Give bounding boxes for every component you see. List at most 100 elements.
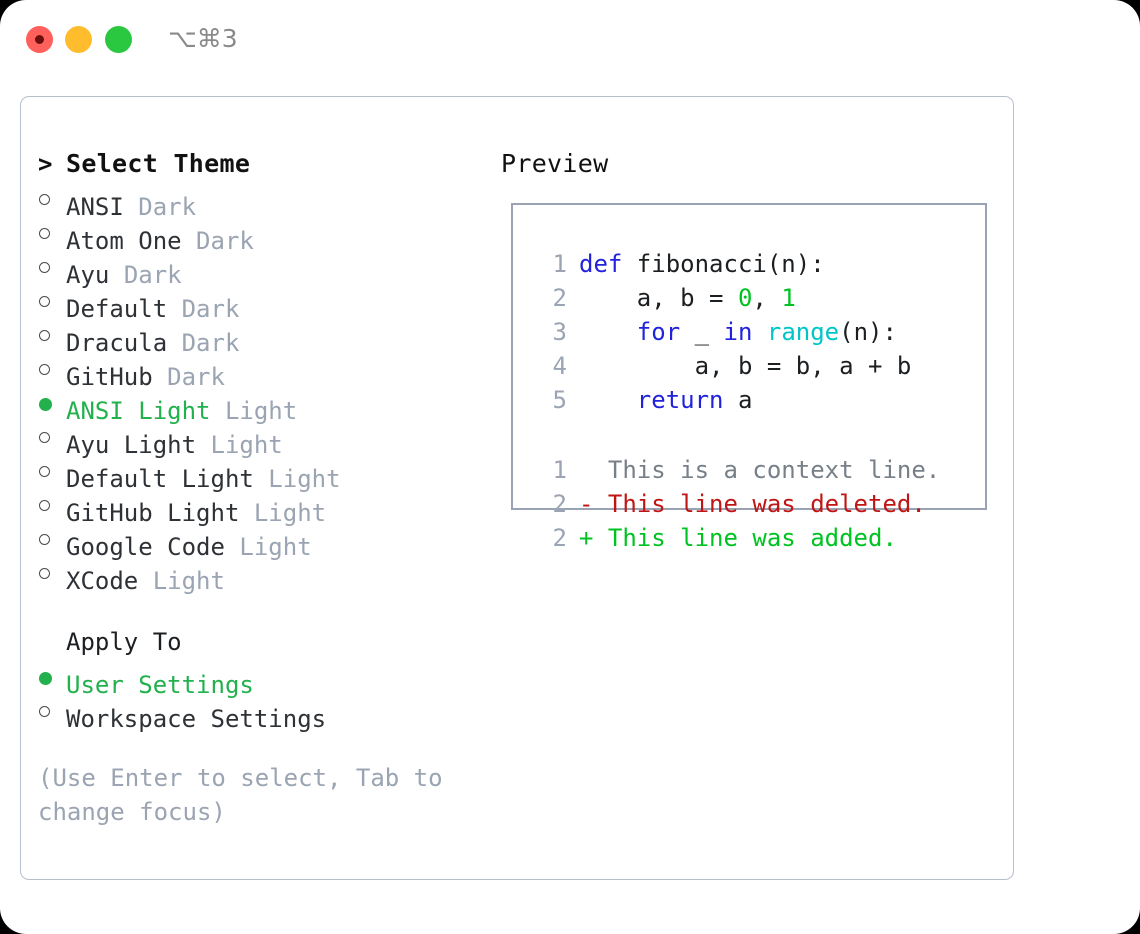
- spacer: [138, 564, 152, 598]
- spacer: [593, 456, 607, 484]
- apply-to-option-row[interactable]: Workspace Settings: [38, 693, 478, 733]
- line-number: 1: [552, 250, 567, 278]
- theme-option-row[interactable]: XCode Light: [38, 555, 478, 595]
- radio-unselected-icon: [38, 317, 66, 351]
- theme-option-name: Dracula: [66, 329, 168, 357]
- theme-option-kind: Light: [152, 567, 225, 595]
- preview-section: Preview: [501, 147, 1001, 181]
- theme-option-kind: Dark: [181, 329, 240, 357]
- diff-sign: -: [579, 490, 594, 518]
- code-token: fibonacci(n):: [636, 250, 825, 278]
- radio-unselected-icon: [38, 181, 66, 215]
- code-token: [752, 318, 766, 346]
- prompt-caret-icon: >: [38, 150, 53, 178]
- spacer: [167, 326, 181, 360]
- theme-option-row[interactable]: GitHub Light Light: [38, 487, 478, 527]
- spacer: [593, 490, 607, 518]
- theme-list-title: Select Theme: [66, 149, 251, 178]
- theme-option-kind: Dark: [167, 363, 225, 391]
- theme-option-row[interactable]: Atom One Dark: [38, 215, 478, 255]
- apply-to-option-row[interactable]: User Settings: [38, 659, 478, 699]
- code-token: range: [766, 318, 840, 346]
- theme-option-row[interactable]: Dracula Dark: [38, 317, 478, 357]
- radio-unselected-icon: [38, 693, 66, 727]
- theme-option-row[interactable]: Ayu Light Light: [38, 419, 478, 459]
- diff-line: 1 This is a context line.: [531, 453, 981, 487]
- diff-line: 2+ This line was added.: [531, 521, 981, 555]
- code-token: for: [636, 318, 681, 346]
- code-token: [579, 386, 637, 414]
- theme-option-row[interactable]: Google Code Light: [38, 521, 478, 561]
- theme-option-row[interactable]: Default Light Light: [38, 453, 478, 493]
- theme-option-kind: Dark: [196, 227, 254, 255]
- code-token: in: [723, 318, 753, 346]
- apply-to-option-name: Workspace Settings: [66, 705, 327, 733]
- radio-selected-icon: [38, 385, 66, 419]
- line-number: 2: [552, 284, 567, 312]
- line-number: 2: [552, 524, 567, 552]
- radio-unselected-icon: [38, 419, 66, 453]
- line-number: 4: [552, 352, 567, 380]
- spacer: [225, 530, 239, 564]
- diff-sign: [579, 456, 593, 484]
- diff-line-body: - This line was deleted.: [579, 487, 926, 521]
- theme-option-name: ANSI Light: [66, 397, 211, 425]
- theme-option-name: Default Light: [66, 465, 254, 493]
- theme-option-row[interactable]: Default Dark: [38, 283, 478, 323]
- radio-unselected-icon: [38, 453, 66, 487]
- maximize-window-button[interactable]: [105, 26, 132, 53]
- line-number: 1: [552, 456, 567, 484]
- theme-option-kind: Dark: [138, 193, 197, 221]
- theme-option-row[interactable]: ANSI Light Light: [38, 385, 478, 425]
- code-token: a: [723, 386, 753, 414]
- theme-option-kind: Light: [210, 431, 283, 459]
- radio-unselected-icon: [38, 351, 66, 385]
- apply-to-label: Apply To: [66, 628, 182, 656]
- close-window-button[interactable]: [26, 26, 53, 53]
- spacer: [38, 625, 66, 659]
- code-line-text: a, b = b, a + b: [579, 349, 912, 383]
- theme-option-name: Ayu: [66, 261, 110, 289]
- diff-line-body: This is a context line.: [579, 453, 940, 487]
- apply-to-heading-row: Apply To: [38, 625, 478, 659]
- spacer: [167, 292, 181, 326]
- code-token: 1: [781, 284, 796, 312]
- spacer: [182, 224, 196, 258]
- theme-option-row[interactable]: ANSI Dark: [38, 181, 478, 221]
- minimize-window-button[interactable]: [65, 26, 92, 53]
- theme-option-row[interactable]: GitHub Dark: [38, 351, 478, 391]
- spacer: [593, 524, 607, 552]
- theme-option-name: GitHub Light: [66, 499, 240, 527]
- theme-list-header: > Select Theme: [38, 147, 478, 181]
- theme-option-kind: Light: [239, 533, 312, 561]
- code-token: 0: [737, 284, 753, 312]
- theme-option-name: Google Code: [66, 533, 225, 561]
- theme-option-row[interactable]: Ayu Dark: [38, 249, 478, 289]
- theme-option-name: ANSI: [66, 193, 124, 221]
- code-line: 1 def fibonacci(n):: [531, 247, 981, 281]
- line-number: 2: [552, 490, 567, 518]
- code-line-text: a, b = 0, 1: [579, 281, 796, 315]
- spacer: [254, 462, 268, 496]
- line-number: 3: [552, 318, 567, 346]
- theme-option-name: GitHub: [66, 363, 153, 391]
- code-token: def: [579, 250, 637, 278]
- radio-unselected-icon: [38, 555, 66, 589]
- radio-unselected-icon: [38, 283, 66, 317]
- code-token: return: [636, 386, 724, 414]
- diff-line: 2 - This line was deleted.: [531, 487, 981, 521]
- code-token: ,: [752, 284, 782, 312]
- spacer: [109, 258, 123, 292]
- theme-option-kind: Light: [224, 397, 298, 425]
- line-number: 5: [552, 386, 567, 414]
- radio-unselected-icon: [38, 249, 66, 283]
- theme-option-kind: Light: [268, 465, 341, 493]
- diff-sign: +: [579, 524, 594, 552]
- radio-unselected-icon: [38, 521, 66, 555]
- theme-option-name: XCode: [66, 567, 139, 595]
